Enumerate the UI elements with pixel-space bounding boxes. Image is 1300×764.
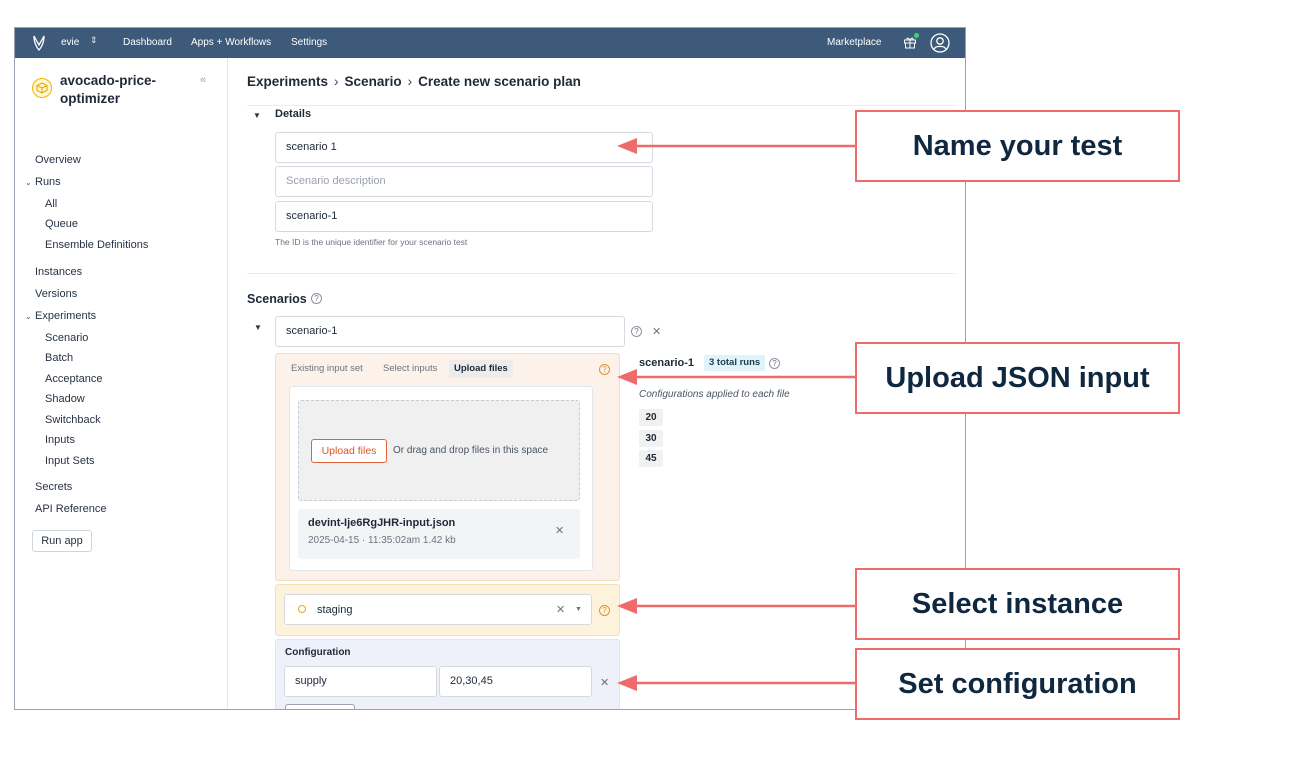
sidebar-item-secrets[interactable]: Secrets bbox=[35, 481, 73, 493]
arrow-set-configuration bbox=[617, 675, 855, 691]
tab-upload-files[interactable]: Upload files bbox=[449, 360, 513, 378]
sidebar-item-runs[interactable]: Runs bbox=[35, 176, 61, 188]
sidebar-item-batch[interactable]: Batch bbox=[45, 352, 74, 364]
scenario-name-field[interactable]: scenario-1 bbox=[275, 316, 625, 347]
clear-instance-icon[interactable]: ✕ bbox=[556, 604, 566, 616]
details-title: Details bbox=[275, 108, 312, 120]
divider bbox=[247, 273, 955, 274]
callout-select-instance: Select instance bbox=[855, 568, 1180, 640]
instance-status-icon bbox=[298, 605, 306, 613]
nav-marketplace[interactable]: Marketplace bbox=[827, 37, 882, 48]
breadcrumb-separator: › bbox=[334, 74, 339, 89]
help-icon[interactable]: ? bbox=[769, 358, 780, 369]
sidebar-item-api-reference[interactable]: API Reference bbox=[35, 503, 107, 515]
help-icon[interactable]: ? bbox=[599, 605, 610, 616]
nav-settings[interactable]: Settings bbox=[291, 37, 328, 48]
sidebar: avocado-price-optimizer « Overview ⌄ Run… bbox=[15, 58, 228, 709]
scenario-id-hint: The ID is the unique identifier for your… bbox=[275, 237, 468, 247]
sidebar-item-ensemble-definitions[interactable]: Ensemble Definitions bbox=[45, 239, 149, 251]
arrow-name-test bbox=[617, 138, 855, 154]
uploaded-file-meta: 2025-04-15 · 11:35:02am 1.42 kb bbox=[308, 535, 456, 546]
configuration-title: Configuration bbox=[285, 647, 351, 658]
scenarios-title: Scenarios bbox=[247, 292, 307, 306]
scenario-id-input[interactable]: scenario-1 bbox=[275, 201, 653, 232]
uploaded-file-name: devint-Ije6RgJHR-input.json bbox=[308, 517, 456, 529]
app-window: evie ⇕ Dashboard Apps + Workflows Settin… bbox=[14, 27, 966, 710]
account-switch-icon[interactable]: ⇕ bbox=[90, 35, 98, 45]
account-name[interactable]: evie bbox=[61, 37, 80, 48]
config-value-badge: 45 bbox=[639, 450, 663, 467]
collapse-sidebar-icon[interactable]: « bbox=[200, 74, 207, 86]
top-nav-bar: evie ⇕ Dashboard Apps + Workflows Settin… bbox=[15, 28, 965, 58]
instance-selected-value: staging bbox=[317, 604, 353, 616]
help-icon[interactable]: ? bbox=[599, 364, 610, 375]
sidebar-item-runs-queue[interactable]: Queue bbox=[45, 218, 79, 230]
help-icon[interactable]: ? bbox=[311, 293, 322, 304]
sidebar-item-overview[interactable]: Overview bbox=[35, 154, 81, 166]
collapse-scenario-icon[interactable]: ▼ bbox=[254, 323, 262, 332]
remove-config-icon[interactable]: ✕ bbox=[600, 677, 610, 689]
breadcrumb: Experiments › Scenario › Create new scenario… bbox=[247, 74, 587, 89]
callout-set-configuration: Set configuration bbox=[855, 648, 1180, 720]
config-value-badge: 30 bbox=[639, 430, 663, 447]
sidebar-item-shadow[interactable]: Shadow bbox=[45, 393, 85, 405]
arrow-select-instance bbox=[617, 598, 855, 614]
arrow-upload-json bbox=[617, 369, 855, 385]
sidebar-item-input-sets[interactable]: Input Sets bbox=[45, 455, 95, 467]
instance-select[interactable] bbox=[284, 594, 592, 625]
help-icon[interactable]: ? bbox=[631, 326, 642, 337]
upload-files-button[interactable]: Upload files bbox=[311, 439, 387, 463]
tab-select-inputs[interactable]: Select inputs bbox=[383, 363, 438, 374]
breadcrumb-separator: › bbox=[407, 74, 413, 89]
user-avatar-icon[interactable] bbox=[930, 33, 950, 53]
sidebar-item-switchback[interactable]: Switchback bbox=[45, 414, 101, 426]
breadcrumb-experiments[interactable]: Experiments bbox=[247, 74, 329, 89]
gift-icon[interactable] bbox=[903, 35, 917, 49]
add-configuration-button[interactable] bbox=[285, 704, 355, 709]
sidebar-item-inputs[interactable]: Inputs bbox=[45, 434, 75, 446]
page-title: Create new scenario plan bbox=[418, 74, 581, 89]
notification-dot bbox=[914, 33, 919, 38]
caret-down-icon[interactable]: ▼ bbox=[575, 606, 582, 613]
sidebar-item-versions[interactable]: Versions bbox=[35, 288, 78, 300]
callout-upload-json-input: Upload JSON input bbox=[855, 342, 1180, 414]
config-key-input[interactable]: supply bbox=[284, 666, 437, 697]
chevron-down-icon[interactable]: ⌄ bbox=[25, 178, 32, 187]
app-name: avocado-price-optimizer bbox=[60, 73, 157, 106]
scenario-name-input[interactable]: scenario 1 bbox=[275, 132, 653, 163]
drop-zone-text: Or drag and drop files in this space bbox=[393, 445, 549, 456]
scenario-description-input[interactable]: Scenario description bbox=[275, 166, 653, 197]
tab-existing-input-set[interactable]: Existing input set bbox=[291, 363, 363, 374]
breadcrumb-scenario[interactable]: Scenario bbox=[344, 74, 402, 89]
config-value-input[interactable]: 20,30,45 bbox=[439, 666, 592, 697]
remove-scenario-icon[interactable]: ✕ bbox=[652, 326, 662, 338]
uploaded-file-card bbox=[298, 509, 580, 559]
sidebar-item-scenario[interactable]: Scenario bbox=[45, 332, 89, 344]
sidebar-item-experiments[interactable]: Experiments bbox=[35, 310, 97, 322]
run-app-button[interactable]: Run app bbox=[32, 530, 92, 552]
nav-dashboard[interactable]: Dashboard bbox=[123, 37, 172, 48]
summary-scenario-name: scenario-1 bbox=[639, 357, 695, 369]
sidebar-item-acceptance[interactable]: Acceptance bbox=[45, 373, 103, 385]
sidebar-item-instances[interactable]: Instances bbox=[35, 266, 83, 278]
app-cube-icon bbox=[32, 78, 52, 98]
divider bbox=[247, 105, 955, 106]
sidebar-item-runs-all[interactable]: All bbox=[45, 198, 58, 210]
config-value-badge: 20 bbox=[639, 409, 663, 426]
callout-name-your-test: Name your test bbox=[855, 110, 1180, 182]
remove-file-icon[interactable]: ✕ bbox=[555, 525, 565, 537]
total-runs-badge: 3 total runs bbox=[704, 355, 766, 371]
configurations-note: Configurations applied to each file bbox=[639, 389, 790, 400]
nav-apps-workflows[interactable]: Apps + Workflows bbox=[191, 37, 272, 48]
logo-icon[interactable] bbox=[32, 35, 46, 51]
chevron-down-icon[interactable]: ⌄ bbox=[25, 312, 32, 321]
collapse-details-icon[interactable]: ▼ bbox=[253, 111, 261, 120]
